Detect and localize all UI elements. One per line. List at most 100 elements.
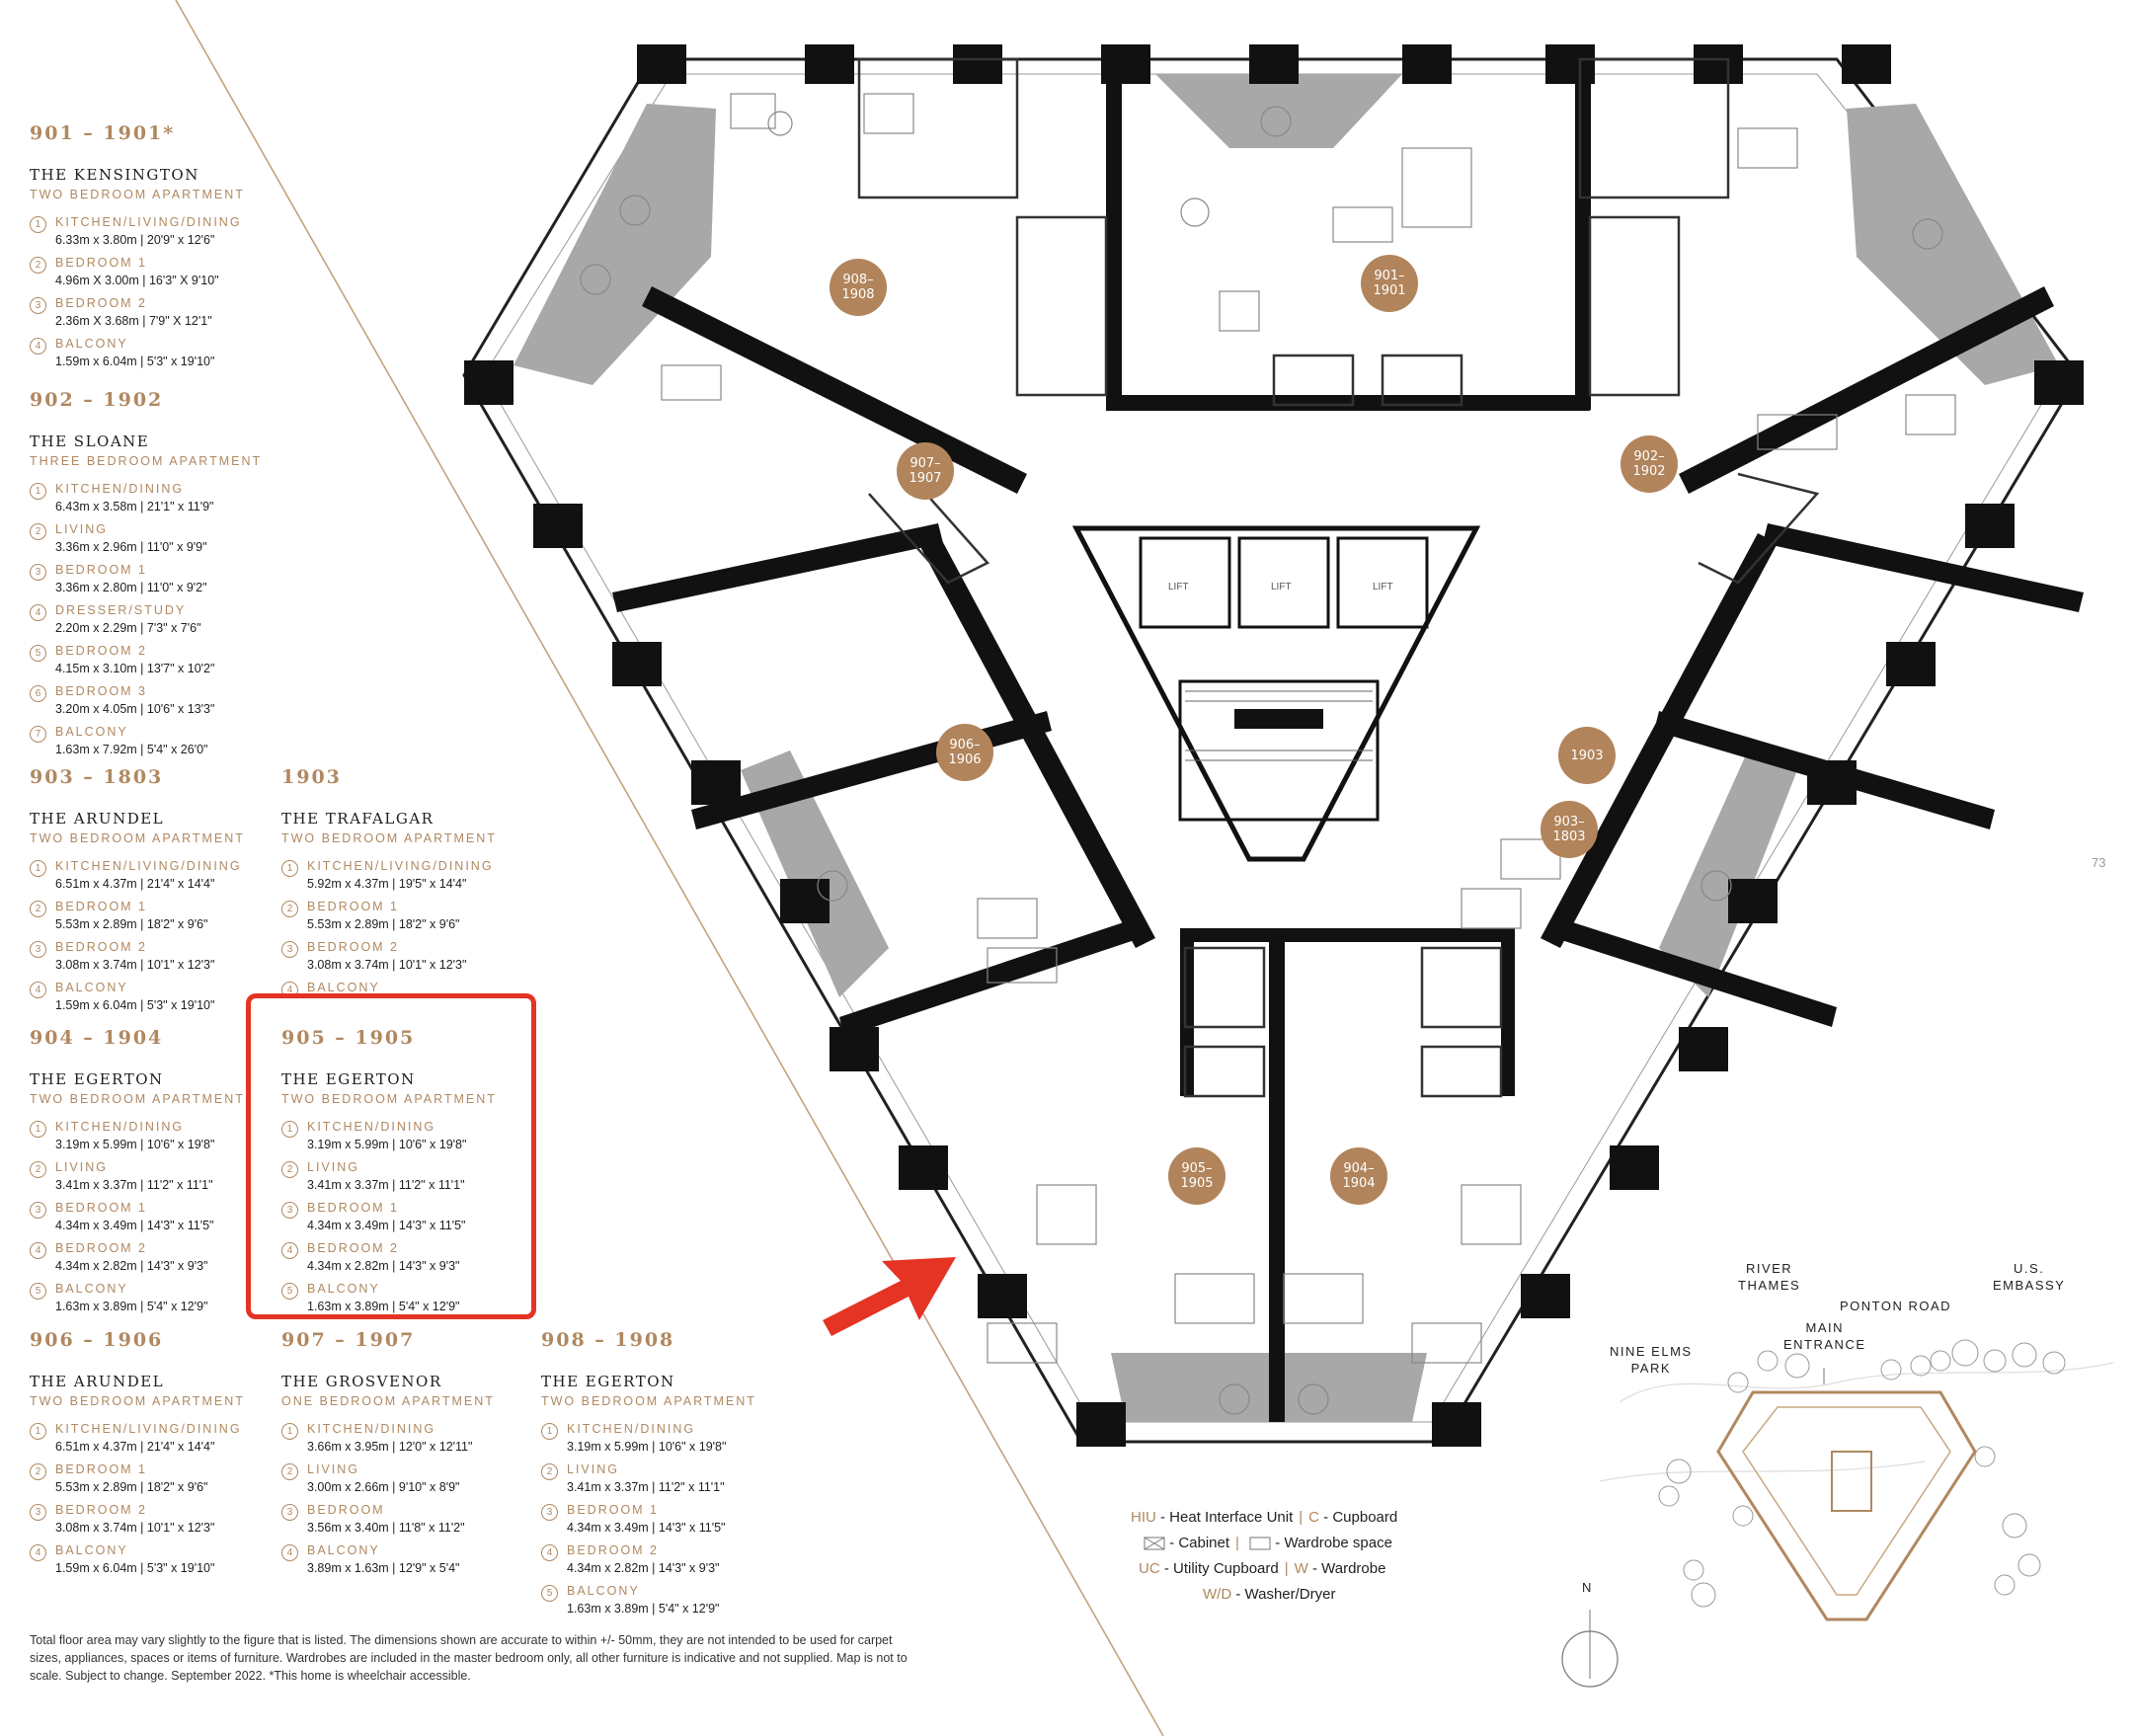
legend-row-3: UC - Utility Cupboard|W - Wardrobe: [1139, 1560, 1386, 1577]
room-dimensions: 2.36m X 3.68m | 7'9" X 12'1": [55, 314, 212, 328]
balcony-905: [1111, 1353, 1274, 1422]
unit-name: THE KENSINGTON: [30, 166, 199, 184]
room-label: DRESSER/STUDY: [55, 603, 187, 617]
room-number: 2: [30, 1463, 46, 1480]
room-label: KITCHEN/DINING: [55, 1120, 185, 1134]
room-dimensions: 3.41m x 3.37m | 11'2" x 11'1": [55, 1178, 213, 1192]
room-dimensions: 6.33m x 3.80m | 20'9" x 12'6": [55, 233, 215, 247]
unit-block: 901 – 1901* THE KENSINGTON TWO BEDROOM APA…: [30, 122, 277, 377]
map-label-park: NINE ELMS PARK: [1610, 1344, 1693, 1376]
room-label: BALCONY: [55, 337, 128, 351]
room-dimensions: 1.63m x 3.89m | 5'4" x 12'9": [567, 1602, 720, 1616]
unit-range: 902 – 1902: [30, 389, 164, 411]
room-dimensions: 6.43m x 3.58m | 21'1" x 11'9": [55, 500, 214, 513]
room-dimensions: 3.20m x 4.05m | 10'6" x 13'3": [55, 702, 215, 716]
room-dimensions: 6.51m x 4.37m | 21'4" x 14'4": [55, 877, 215, 891]
page-number: 73: [2092, 855, 2106, 870]
room-label: BEDROOM 2: [55, 1241, 148, 1255]
room-number: 1: [281, 860, 298, 877]
unit-type: TWO BEDROOM APARTMENT: [30, 188, 245, 201]
room-dimensions: 3.56m x 3.40m | 11'8" x 11'2": [307, 1521, 465, 1535]
legend-row-1: HIU - Heat Interface Unit|C - Cupboard: [1131, 1509, 1398, 1526]
room-number: 1: [281, 1423, 298, 1440]
room-label: BALCONY: [567, 1584, 640, 1598]
room-label: KITCHEN/LIVING/DINING: [55, 1422, 242, 1436]
room-label: BEDROOM 2: [55, 296, 148, 310]
room-number: 2: [30, 901, 46, 917]
room-dimensions: 1.59m x 6.04m | 5'3" x 19'10": [55, 998, 215, 1012]
floor-plan: [462, 44, 2084, 1447]
room-number: 4: [30, 1544, 46, 1561]
balcony-904: [1279, 1353, 1427, 1422]
room-number: 4: [281, 1544, 298, 1561]
unit-name: THE EGERTON: [30, 1070, 164, 1088]
room-dimensions: 3.89m x 1.63m | 12'9" x 5'4": [307, 1561, 460, 1575]
room-label: BEDROOM 1: [55, 1462, 148, 1476]
room-label: KITCHEN/LIVING/DINING: [55, 215, 242, 229]
cabinet-icon: [1144, 1537, 1165, 1550]
balcony-901: [1155, 74, 1402, 148]
room-label: BEDROOM 1: [55, 256, 148, 270]
unit-range: 906 – 1906: [30, 1329, 164, 1351]
unit-name: THE ARUNDEL: [30, 1373, 165, 1390]
room-dimensions: 4.34m x 2.82m | 14'3" x 9'3": [55, 1259, 208, 1273]
room-number: 2: [30, 257, 46, 274]
badge-902: 902–1902: [1621, 435, 1678, 493]
badge-905: 905–1905: [1168, 1147, 1226, 1205]
unit-type: TWO BEDROOM APARTMENT: [30, 1394, 245, 1408]
room-dimensions: 1.59m x 6.04m | 5'3" x 19'10": [55, 355, 215, 368]
room-number: 4: [541, 1544, 558, 1561]
room-number: 3: [281, 1504, 298, 1521]
badge-1903: 1903: [1558, 727, 1616, 784]
legend-row-4: W/D - Washer/Dryer: [1203, 1586, 1336, 1603]
room-number: 1: [30, 1121, 46, 1138]
balcony-906: [741, 750, 889, 997]
arrow-icon: [823, 1257, 956, 1336]
room-dimensions: 1.63m x 3.89m | 5'4" x 12'9": [55, 1300, 208, 1313]
room-dimensions: 4.34m x 2.82m | 14'3" x 9'3": [567, 1561, 720, 1575]
walls: [464, 44, 2084, 1447]
room-label: BEDROOM 1: [55, 900, 148, 913]
badge-906: 906–1906: [936, 724, 993, 781]
room-label: BEDROOM 2: [55, 644, 148, 658]
room-dimensions: 4.34m x 3.49m | 14'3" x 11'5": [567, 1521, 726, 1535]
location-map: [1561, 1244, 2113, 1688]
room-dimensions: 3.19m x 5.99m | 10'6" x 19'8": [55, 1138, 215, 1151]
room-label: BEDROOM 2: [55, 940, 148, 954]
room-number: 1: [30, 1423, 46, 1440]
room-number: 3: [30, 1202, 46, 1219]
room-label: LIVING: [55, 522, 108, 536]
room-dimensions: 3.36m x 2.96m | 11'0" x 9'9": [55, 540, 207, 554]
room-label: LIVING: [55, 1160, 108, 1174]
unit-range: 903 – 1803: [30, 766, 164, 788]
map-label-entrance: MAIN ENTRANCE: [1783, 1320, 1866, 1352]
room-number: 3: [30, 1504, 46, 1521]
map-label-river: RIVER THAMES: [1738, 1261, 1801, 1293]
room-dimensions: 1.63m x 7.92m | 5'4" x 26'0": [55, 743, 208, 756]
unit-range: 901 – 1901*: [30, 122, 176, 144]
lift-label-2: LIFT: [1271, 582, 1292, 592]
room-number: 3: [30, 941, 46, 958]
room-dimensions: 5.53m x 2.89m | 18'2" x 9'6": [55, 1480, 208, 1494]
room-number: 5: [30, 645, 46, 662]
room-number: 2: [281, 1463, 298, 1480]
room-dimensions: 3.41m x 3.37m | 11'2" x 11'1": [567, 1480, 725, 1494]
map-label-ponton: PONTON ROAD: [1840, 1299, 1952, 1313]
footnote: Total floor area may vary slightly to th…: [30, 1633, 908, 1683]
unit-type: TWO BEDROOM APARTMENT: [30, 831, 245, 845]
